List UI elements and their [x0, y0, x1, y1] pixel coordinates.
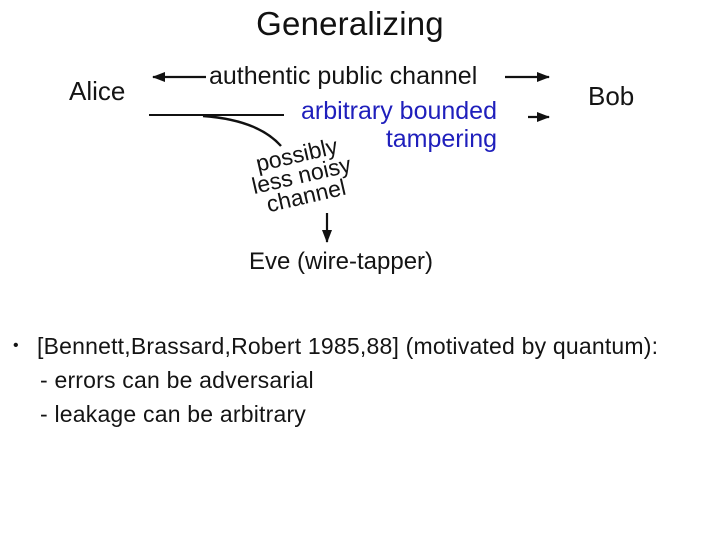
- wiretap-curve: [202, 114, 282, 147]
- bullet-list: • [Bennett,Brassard,Robert 1985,88] (mot…: [10, 329, 718, 431]
- bullet-sub-item-2: - leakage can be arbitrary: [40, 401, 307, 427]
- possibly-less-noisy-channel-label: possibly less noisy channel: [224, 128, 379, 222]
- bullet-marker: •: [13, 337, 19, 354]
- slide-title: Generalizing: [256, 5, 444, 42]
- arbitrary-bounded-tampering-label: arbitrary bounded tampering: [301, 97, 497, 153]
- tampering-label-line2: tampering: [385, 125, 497, 153]
- alice-label: Alice: [69, 76, 126, 106]
- bullet-item-main: • [Bennett,Brassard,Robert 1985,88] (mot…: [10, 329, 718, 363]
- bullet-main-text: [Bennett,Brassard,Robert 1985,88] (motiv…: [37, 333, 659, 359]
- eve-label: Eve (wire-tapper): [248, 248, 434, 275]
- bob-label: Bob: [588, 81, 635, 111]
- tampering-label-line1: arbitrary bounded: [301, 97, 497, 125]
- authentic-public-channel-label: authentic public channel: [209, 62, 478, 90]
- bullet-sub-item-1: - errors can be adversarial: [40, 367, 314, 393]
